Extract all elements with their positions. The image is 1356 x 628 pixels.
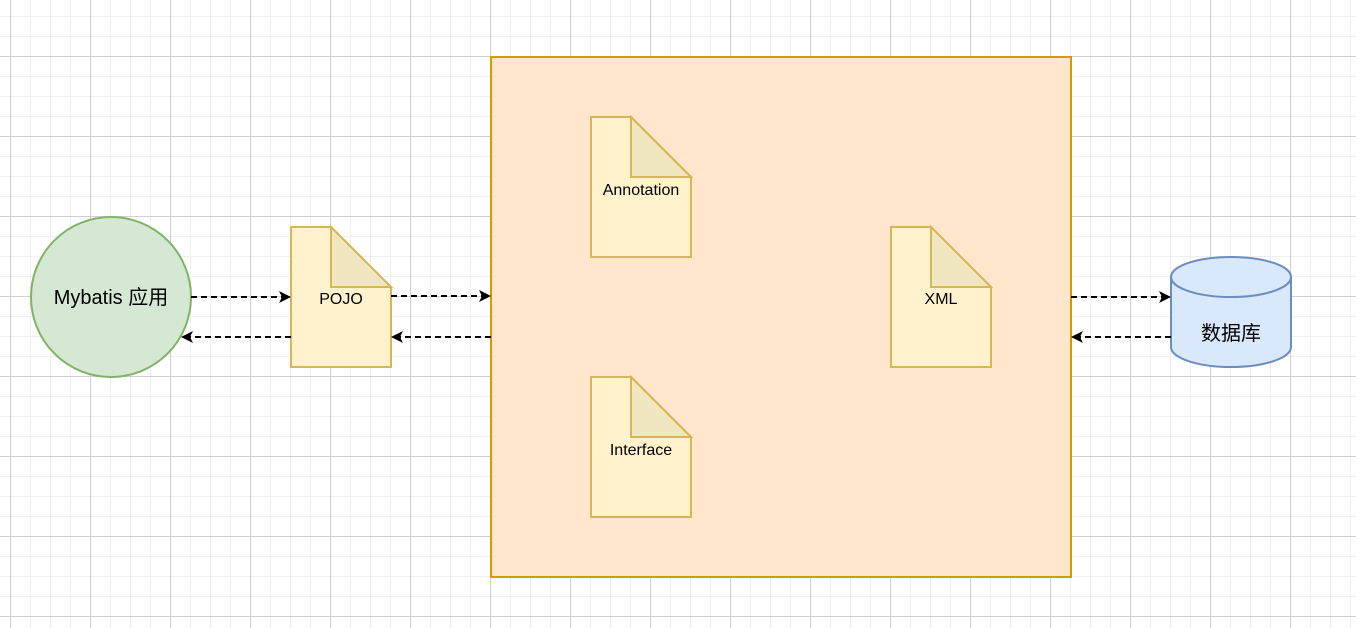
database-label: 数据库 [1201,322,1261,345]
xml-node[interactable]: XML [890,224,994,368]
annotation-label: Annotation [603,182,680,199]
annotation-node[interactable]: Annotation [590,114,694,258]
xml-label: XML [925,291,958,308]
interface-node[interactable]: Interface [590,374,694,518]
pojo-label: POJO [319,291,363,308]
database-node[interactable]: 数据库 [1170,256,1292,368]
interface-label: Interface [610,442,672,459]
app-label: Mybatis 应用 [54,286,168,309]
app-node[interactable]: Mybatis 应用 [30,216,192,378]
pojo-node[interactable]: POJO [290,224,394,368]
